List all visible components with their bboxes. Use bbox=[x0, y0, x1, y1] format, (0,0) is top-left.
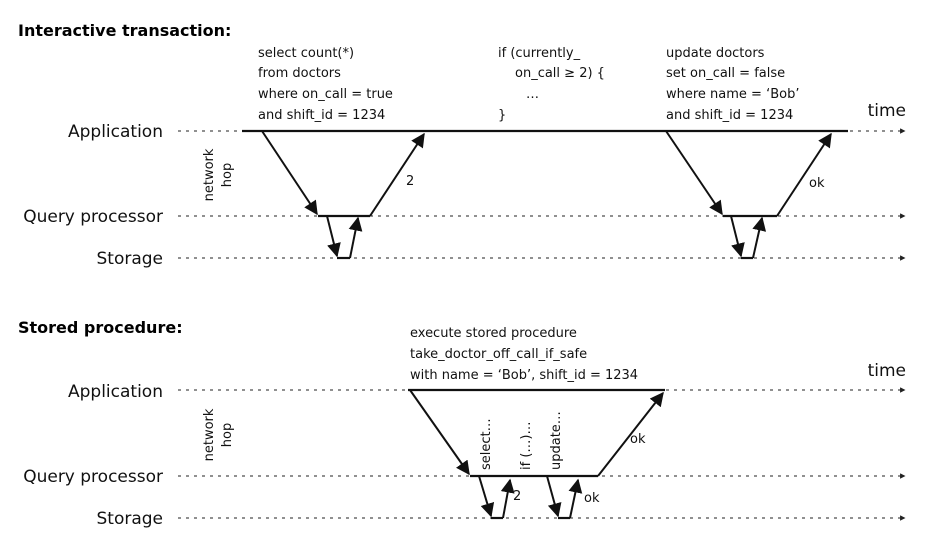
code-line: set on_call = false bbox=[666, 66, 785, 81]
step-select-label: select… bbox=[479, 418, 494, 470]
network-hop-label: network hop bbox=[202, 148, 235, 201]
storage-request-arrow bbox=[326, 215, 341, 258]
interactive-title: Interactive transaction: bbox=[18, 21, 231, 40]
code-line: where on_call = true bbox=[258, 87, 393, 102]
storage-request-arrow-update bbox=[546, 475, 562, 518]
storage-response-arrow-select bbox=[500, 478, 515, 519]
response-count-label: 2 bbox=[406, 174, 414, 189]
lane-application-label: Application bbox=[68, 382, 163, 402]
response-arrow-ok bbox=[776, 132, 832, 217]
time-label: time bbox=[868, 361, 906, 381]
lane-storage-label: Storage bbox=[96, 509, 163, 529]
code-line: update doctors bbox=[666, 46, 765, 61]
request-arrow-select bbox=[261, 130, 318, 216]
code-line: … bbox=[526, 87, 539, 102]
code-update-block: update doctors set on_call = false where… bbox=[666, 46, 799, 123]
response-arrow-ok bbox=[597, 391, 664, 477]
lane-application-label: Application bbox=[68, 122, 163, 142]
storage-response-arrow bbox=[348, 216, 363, 259]
lane-query-label: Query processor bbox=[23, 467, 163, 487]
code-execute-block: execute stored procedure take_doctor_off… bbox=[410, 326, 638, 383]
response-ok-label: ok bbox=[809, 176, 825, 191]
lane-storage-label: Storage bbox=[96, 249, 163, 269]
stored-procedure-title: Stored procedure: bbox=[18, 318, 183, 337]
step-if-label: if (…)… bbox=[519, 422, 534, 470]
code-line: where name = ‘Bob’ bbox=[666, 87, 799, 102]
response-arrow-count bbox=[369, 132, 425, 217]
interactive-section: Interactive transaction: Application Que… bbox=[18, 21, 906, 269]
stored-procedure-section: Stored procedure: Application Query proc… bbox=[18, 318, 906, 529]
storage-request-arrow-select bbox=[478, 475, 495, 518]
storage-request-arrow bbox=[730, 215, 745, 258]
code-line: from doctors bbox=[258, 66, 341, 81]
code-line: and shift_id = 1234 bbox=[666, 108, 793, 123]
code-line: and shift_id = 1234 bbox=[258, 108, 385, 123]
code-line: on_call ≥ 2) { bbox=[515, 66, 605, 81]
network-hop-line-2: hop bbox=[220, 423, 235, 447]
step-update-label: update… bbox=[549, 411, 564, 470]
time-label: time bbox=[868, 101, 906, 121]
network-hop-line-1: network bbox=[202, 148, 217, 201]
storage-ok-label: ok bbox=[584, 491, 600, 506]
network-hop-label: network hop bbox=[202, 408, 235, 461]
lane-query-label: Query processor bbox=[23, 207, 163, 227]
request-arrow-execute bbox=[409, 389, 470, 476]
code-line: with name = ‘Bob’, shift_id = 1234 bbox=[410, 368, 638, 383]
request-arrow-update bbox=[665, 130, 723, 216]
code-if-block: if (currently_ on_call ≥ 2) { … } bbox=[498, 46, 605, 123]
storage-response-arrow bbox=[752, 216, 767, 259]
storage-count-label: 2 bbox=[513, 489, 521, 504]
code-line: execute stored procedure bbox=[410, 326, 577, 341]
network-hop-line-2: hop bbox=[220, 163, 235, 187]
code-line: take_doctor_off_call_if_safe bbox=[410, 347, 587, 362]
response-ok-label: ok bbox=[630, 432, 646, 447]
network-hop-line-1: network bbox=[202, 408, 217, 461]
storage-response-arrow-update bbox=[568, 478, 583, 519]
code-line: if (currently_ bbox=[498, 46, 581, 61]
code-select-block: select count(*) from doctors where on_ca… bbox=[258, 46, 393, 123]
code-line: } bbox=[498, 108, 506, 123]
code-line: select count(*) bbox=[258, 46, 354, 61]
